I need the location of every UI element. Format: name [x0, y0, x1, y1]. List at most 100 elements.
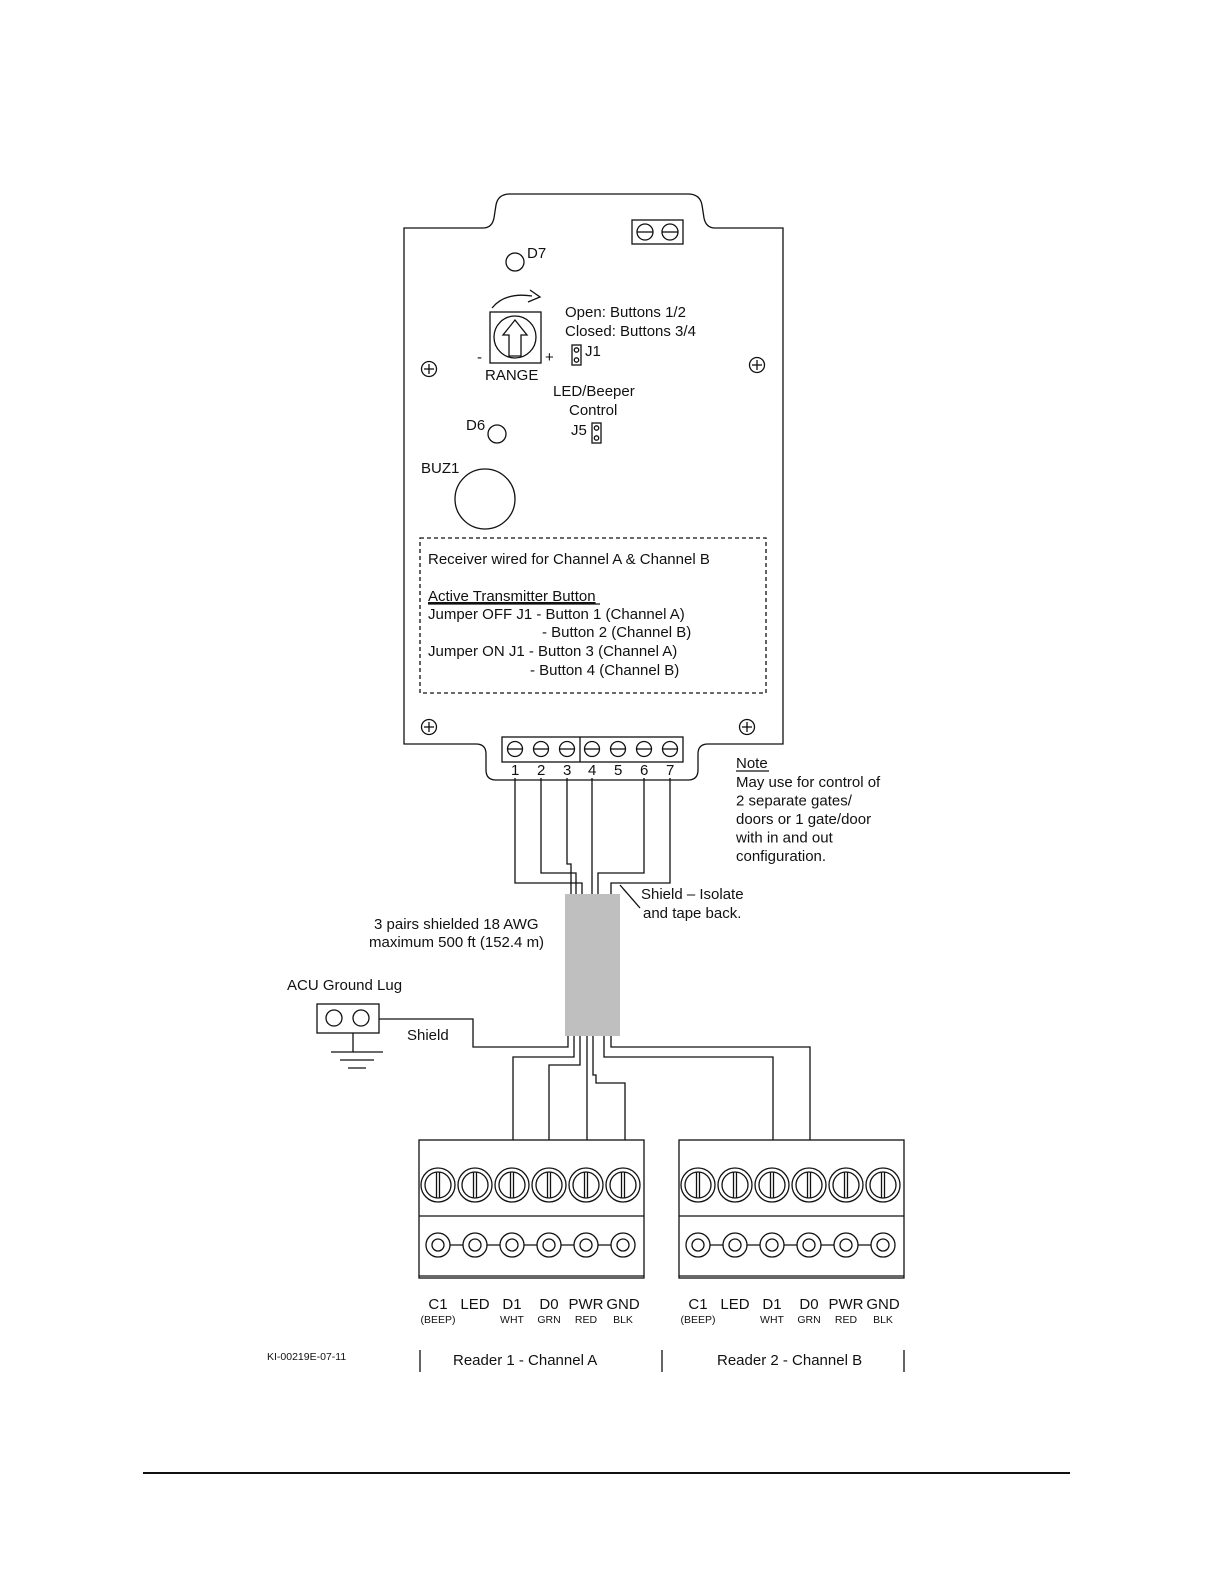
- reader-pin-color: RED: [575, 1314, 598, 1326]
- d7-led-icon: [505, 252, 525, 272]
- reader-screw-icon[interactable]: [717, 1167, 753, 1203]
- reader-pin-label: C1: [428, 1296, 447, 1313]
- reader-screw-icon[interactable]: [420, 1167, 456, 1203]
- shield-wire: [379, 1018, 569, 1048]
- led-beeper-label: LED/Beeper: [553, 383, 635, 400]
- reader-hole-inner: [505, 1238, 519, 1252]
- reader-pin-color: BLK: [613, 1314, 633, 1326]
- reader-hole-inner: [802, 1238, 816, 1252]
- d6-led-icon: [487, 424, 507, 444]
- buz1-label: BUZ1: [421, 460, 459, 477]
- reader-pin-label: PWR: [569, 1296, 604, 1313]
- reader-terminal-body: [418, 1139, 645, 1279]
- top-connector: [631, 219, 684, 245]
- reader-hole-icon: [870, 1232, 896, 1258]
- doc-code: KI-00219E-07-11: [267, 1351, 346, 1363]
- info-line-3: - Button 2 (Channel B): [542, 624, 691, 641]
- shield-isolate-2: and tape back.: [643, 905, 741, 922]
- d6-label: D6: [466, 417, 485, 434]
- range-potentiometer[interactable]: [489, 289, 542, 364]
- reader-screw-inner: [498, 1171, 526, 1199]
- terminal-number: 6: [640, 762, 648, 779]
- note-lines: May use for control of 2 separate gates/d…: [735, 774, 881, 865]
- j1-open-text: Open: Buttons 1/2: [565, 304, 686, 321]
- reader-hole-inner: [876, 1238, 890, 1252]
- terminal-wires: [514, 778, 671, 895]
- reader-pin-label: GND: [606, 1296, 640, 1313]
- reader-hole-inner: [728, 1238, 742, 1252]
- reader-pin-color: WHT: [500, 1314, 524, 1326]
- reader-screw-icon[interactable]: [568, 1167, 604, 1203]
- cable-label-2: maximum 500 ft (152.4 m): [369, 934, 544, 951]
- reader-screw-icon[interactable]: [865, 1167, 901, 1203]
- shield-isolate-1: Shield – Isolate: [641, 886, 744, 903]
- j1-jumper[interactable]: [571, 344, 582, 366]
- reader-2-caption: Reader 2 - Channel B: [717, 1352, 862, 1369]
- reader-hole-inner: [765, 1238, 779, 1252]
- reader-hole-icon: [796, 1232, 822, 1258]
- range-label: RANGE: [485, 367, 538, 384]
- reader-pin-label: D0: [539, 1296, 558, 1313]
- reader-pin-label: D1: [762, 1296, 781, 1313]
- reader-pin-color: GRN: [797, 1314, 820, 1326]
- cable-label-1: 3 pairs shielded 18 AWG: [374, 916, 539, 933]
- reader-screw-inner: [832, 1171, 860, 1199]
- range-minus: -: [477, 349, 482, 366]
- reader-1-caption: Reader 1 - Channel A: [453, 1352, 597, 1369]
- acu-ground-title: ACU Ground Lug: [287, 977, 402, 994]
- reader-screw-icon[interactable]: [494, 1167, 530, 1203]
- reader-screw-icon[interactable]: [605, 1167, 641, 1203]
- ground-icon: [331, 1051, 383, 1069]
- reader-hole-icon: [759, 1232, 785, 1258]
- reader-pin-label: LED: [720, 1296, 749, 1313]
- reader-screw-icon[interactable]: [754, 1167, 790, 1203]
- j5-label: J5: [571, 422, 587, 439]
- reader-screw-icon[interactable]: [457, 1167, 493, 1203]
- buzzer-icon: [454, 468, 516, 530]
- reader-screw-inner: [684, 1171, 712, 1199]
- j5-jumper[interactable]: [591, 422, 602, 444]
- note-line: 2 separate gates/: [736, 793, 853, 810]
- reader-hole-icon: [833, 1232, 859, 1258]
- reader-screw-inner: [535, 1171, 563, 1199]
- reader-hole-inner: [616, 1238, 630, 1252]
- info-heading: Active Transmitter Button: [428, 588, 596, 605]
- reader-pin-color: (BEEP): [420, 1314, 455, 1326]
- note-line: May use for control of: [736, 774, 881, 791]
- note-line: doors or 1 gate/door: [736, 811, 871, 828]
- reader-screw-icon[interactable]: [680, 1167, 716, 1203]
- reader-pin-label: LED: [460, 1296, 489, 1313]
- receiver-board-outline: [403, 193, 784, 781]
- terminal-number: 4: [588, 762, 596, 779]
- terminal-number: 5: [614, 762, 622, 779]
- note-title: Note: [736, 755, 768, 772]
- reader-pin-color: GRN: [537, 1314, 560, 1326]
- j1-label: J1: [585, 343, 601, 360]
- note-line: with in and out: [735, 830, 834, 847]
- reader-pin-color: RED: [835, 1314, 858, 1326]
- shield-label: Shield: [407, 1027, 449, 1044]
- shield-callout-line: [619, 884, 641, 909]
- reader-screw-inner: [721, 1171, 749, 1199]
- mount-hole-icon: [748, 356, 766, 374]
- j1-closed-text: Closed: Buttons 3/4: [565, 323, 696, 340]
- reader-hole-inner: [431, 1238, 445, 1252]
- mount-hole-icon: [420, 718, 438, 736]
- reader-pin-color: WHT: [760, 1314, 784, 1326]
- reader-screw-icon[interactable]: [828, 1167, 864, 1203]
- reader-hole-icon: [499, 1232, 525, 1258]
- reader-pin-color: BLK: [873, 1314, 893, 1326]
- terminal-number: 1: [511, 762, 519, 779]
- reader-screw-icon[interactable]: [791, 1167, 827, 1203]
- info-line-1: Receiver wired for Channel A & Channel B: [428, 551, 710, 568]
- reader-hole-icon: [573, 1232, 599, 1258]
- reader-hole-icon: [425, 1232, 451, 1258]
- reader-hole-icon: [722, 1232, 748, 1258]
- reader-hole-icon: [536, 1232, 562, 1258]
- d7-label: D7: [527, 245, 546, 262]
- reader-hole-icon: [610, 1232, 636, 1258]
- shielded-cable: [565, 894, 620, 1036]
- reader-screw-icon[interactable]: [531, 1167, 567, 1203]
